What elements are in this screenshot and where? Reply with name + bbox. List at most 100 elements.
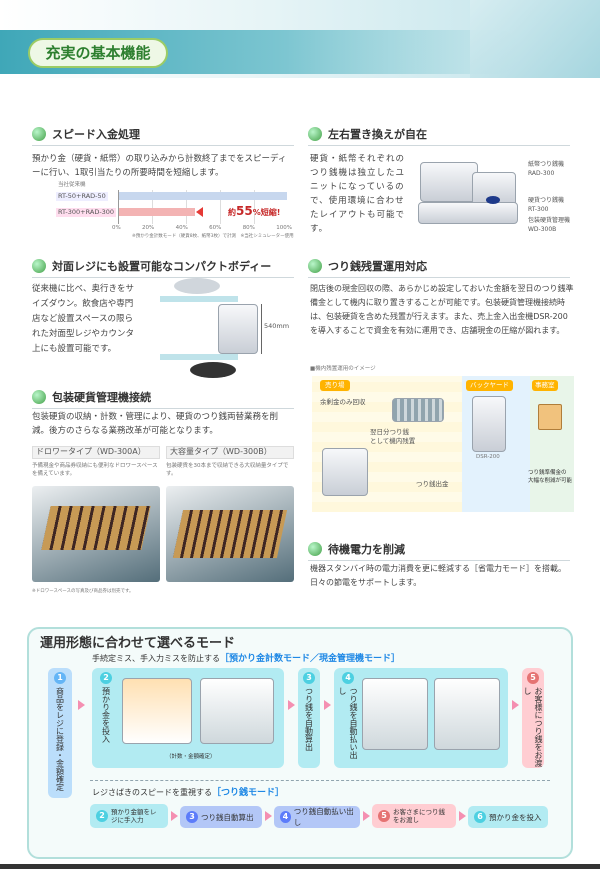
label-next: 翌日分つり銭 として機内残置 bbox=[370, 428, 416, 445]
dsr-machine bbox=[472, 396, 506, 452]
footer-bar bbox=[0, 864, 600, 869]
chart-footnote: ※預かり金計数モード（硬貨8枚、紙幣3枚）で計測 ※当社シミュレーター使用 bbox=[132, 234, 294, 239]
arrow-icon bbox=[288, 700, 295, 710]
dim-line bbox=[261, 304, 262, 354]
compact-body: 従来機に比べ、奥行きをサイズダウン。飲食店や専門店など設置スペースの限られた対面… bbox=[32, 284, 135, 354]
payout-photo-2 bbox=[434, 678, 500, 750]
speed-title: スピード入金処理 bbox=[52, 128, 140, 141]
zone-office-tag: 事務室 bbox=[532, 380, 558, 391]
new-bar bbox=[119, 208, 195, 216]
counter-bottom bbox=[160, 354, 238, 360]
wrap-body: 包装硬貨の収納・計数・管理により、硬貨のつり銭両替業務を削減。後方のさらなる業務… bbox=[32, 412, 278, 436]
carryover-diagram: 売り場 バックヤード 事務室 余剰金のみ回収 翌日分つり銭 として機内残置 つり… bbox=[312, 376, 574, 512]
arrow-icon bbox=[363, 811, 370, 821]
large-photo bbox=[166, 486, 294, 582]
payout-photo-1 bbox=[362, 678, 428, 750]
person-bottom bbox=[190, 362, 236, 378]
carryover-title: つり銭残置運用対応 bbox=[328, 260, 427, 273]
old-bar bbox=[119, 192, 287, 200]
carryover-heading: つり銭残置運用対応 bbox=[308, 258, 570, 278]
safe-icon bbox=[538, 404, 562, 430]
coin-slot bbox=[486, 196, 500, 204]
step-2: 2 預かり金を投入 bbox=[100, 672, 112, 743]
bullet-icon bbox=[308, 127, 322, 141]
deposit-photo-2 bbox=[200, 678, 274, 744]
header-photo bbox=[470, 0, 600, 78]
compact-heading: 対面レジにも設置可能なコンパクトボディー bbox=[32, 258, 294, 278]
register bbox=[322, 448, 368, 496]
step-4: 4 つり銭を自動払い出し bbox=[338, 672, 358, 759]
standby-body: 機器スタンバイ時の電力消費を更に軽減する［省電力モード］を搭載。日々の節電をサポ… bbox=[310, 564, 566, 587]
wrap-heading: 包装硬貨管理機接続 bbox=[32, 389, 294, 409]
zone-office bbox=[530, 376, 574, 512]
chart-ticks: 0%20%40%60%80%100% bbox=[112, 225, 292, 231]
page-title: 充実の基本機能 bbox=[28, 38, 168, 68]
bottom-step-5: 5 お客さまにつり銭をお渡し bbox=[372, 804, 456, 828]
bullet-icon bbox=[32, 390, 46, 404]
arrow-icon bbox=[265, 811, 272, 821]
bullet-icon bbox=[32, 127, 46, 141]
arrow-icon bbox=[512, 700, 519, 710]
step-1: 1 商品をレジに登録・金額確定 bbox=[48, 668, 72, 798]
speed-body: 預かり金（硬貨・紙幣）の取り込みから計数終了までをスピーディーに行い、1取引当た… bbox=[32, 154, 287, 178]
deposit-photo-1 bbox=[122, 678, 192, 744]
person-top bbox=[174, 278, 220, 294]
top-mode-lead: 手続定ミス、手入力ミスを防止する［預かり金計数モード／現金管理機モード］ bbox=[92, 654, 401, 664]
swap-heading: 左右置き換えが自在 bbox=[308, 126, 570, 146]
arrow-icon bbox=[78, 700, 85, 710]
dim-label: 540mm bbox=[264, 322, 290, 330]
step-3: 3 つり銭を自動算出 bbox=[298, 668, 320, 768]
drawer-type-title: ドロワータイプ（WD-300A） bbox=[32, 446, 160, 459]
reduction-badge: 約55%短縮! bbox=[228, 204, 281, 218]
step-2-panel: 2 預かり金を投入 （計数・金額確定） bbox=[92, 668, 284, 768]
drawer-photo bbox=[32, 486, 160, 582]
new-label: RT-300+RAD-300 bbox=[56, 208, 117, 217]
step-5: 5 お客様につり銭をお渡し bbox=[522, 668, 544, 768]
bottom-step-6: 6 預かり金を投入 bbox=[468, 806, 548, 828]
zone-sales-tag: 売り場 bbox=[320, 380, 350, 391]
arrow-icon bbox=[324, 700, 331, 710]
wrap-footnote: ※ドロワースペースの写真及び商品券は別売です。 bbox=[32, 589, 134, 594]
large-type-title: 大容量タイプ（WD-300B） bbox=[166, 446, 294, 459]
standby-title: 待機電力を削減 bbox=[328, 543, 405, 556]
photo-caption: （計数・金額確定） bbox=[166, 754, 216, 760]
compact-figure: 540mm bbox=[160, 276, 296, 380]
bullet-icon bbox=[32, 259, 46, 273]
bottom-step-4: 4 つり銭自動払い出し bbox=[274, 806, 360, 828]
arrow-icon bbox=[196, 207, 203, 217]
counter-top bbox=[160, 296, 238, 302]
old-label: RT-50+RAD-50 bbox=[56, 192, 108, 201]
mode-divider bbox=[90, 780, 550, 781]
standby-heading: 待機電力を削減 bbox=[308, 541, 570, 561]
modes-title: 運用形態に合わせて選べるモード bbox=[40, 636, 236, 651]
label-safe: つり銭準備金の 大幅な削減が可能 bbox=[528, 470, 573, 484]
arrow-icon bbox=[171, 811, 178, 821]
chart-caption: 当社従来機 bbox=[58, 182, 86, 188]
bullet-icon bbox=[308, 259, 322, 273]
compact-title: 対面レジにも設置可能なコンパクトボディー bbox=[52, 260, 272, 273]
label-dsr: DSR-200 bbox=[476, 454, 500, 460]
compact-machine bbox=[218, 304, 258, 354]
swap-title: 左右置き換えが自在 bbox=[328, 128, 427, 141]
speed-heading: スピード入金処理 bbox=[32, 126, 294, 146]
wrap-unit bbox=[418, 202, 518, 224]
swap-body: 硬貨・紙幣それぞれのつり銭機は独立したユニットになっているので、使用環境に合わせ… bbox=[310, 154, 406, 234]
swap-product bbox=[412, 150, 522, 230]
label-surplus: 余剰金のみ回収 bbox=[320, 398, 366, 406]
step-4-panel: 4 つり銭を自動払い出し bbox=[334, 668, 508, 768]
zone-back-tag: バックヤード bbox=[466, 380, 513, 391]
drawer-type-body: 予備現金や商品券収納にも便利なドロワースペースを備えています。 bbox=[32, 463, 158, 477]
large-type-body: 包装硬貨を30本まで収納できる大収納量タイプです。 bbox=[166, 463, 289, 477]
bottom-mode-lead: レジさばきのスピードを重視する［つり銭モード］ bbox=[92, 788, 285, 798]
carryover-body: 閉店後の現金回収の際、あらかじめ設定しておいた金額を翌日のつり銭準備金として機内… bbox=[310, 284, 574, 335]
arrow-icon bbox=[459, 811, 466, 821]
bill-unit bbox=[420, 162, 478, 202]
label-out: つり銭出金 bbox=[416, 480, 449, 488]
bottom-step-2: 2 預かり金額をレジに手入力 bbox=[90, 804, 168, 828]
coin-stack bbox=[392, 398, 444, 422]
bullet-icon bbox=[308, 542, 322, 556]
wrap-title: 包装硬貨管理機接続 bbox=[52, 391, 151, 404]
